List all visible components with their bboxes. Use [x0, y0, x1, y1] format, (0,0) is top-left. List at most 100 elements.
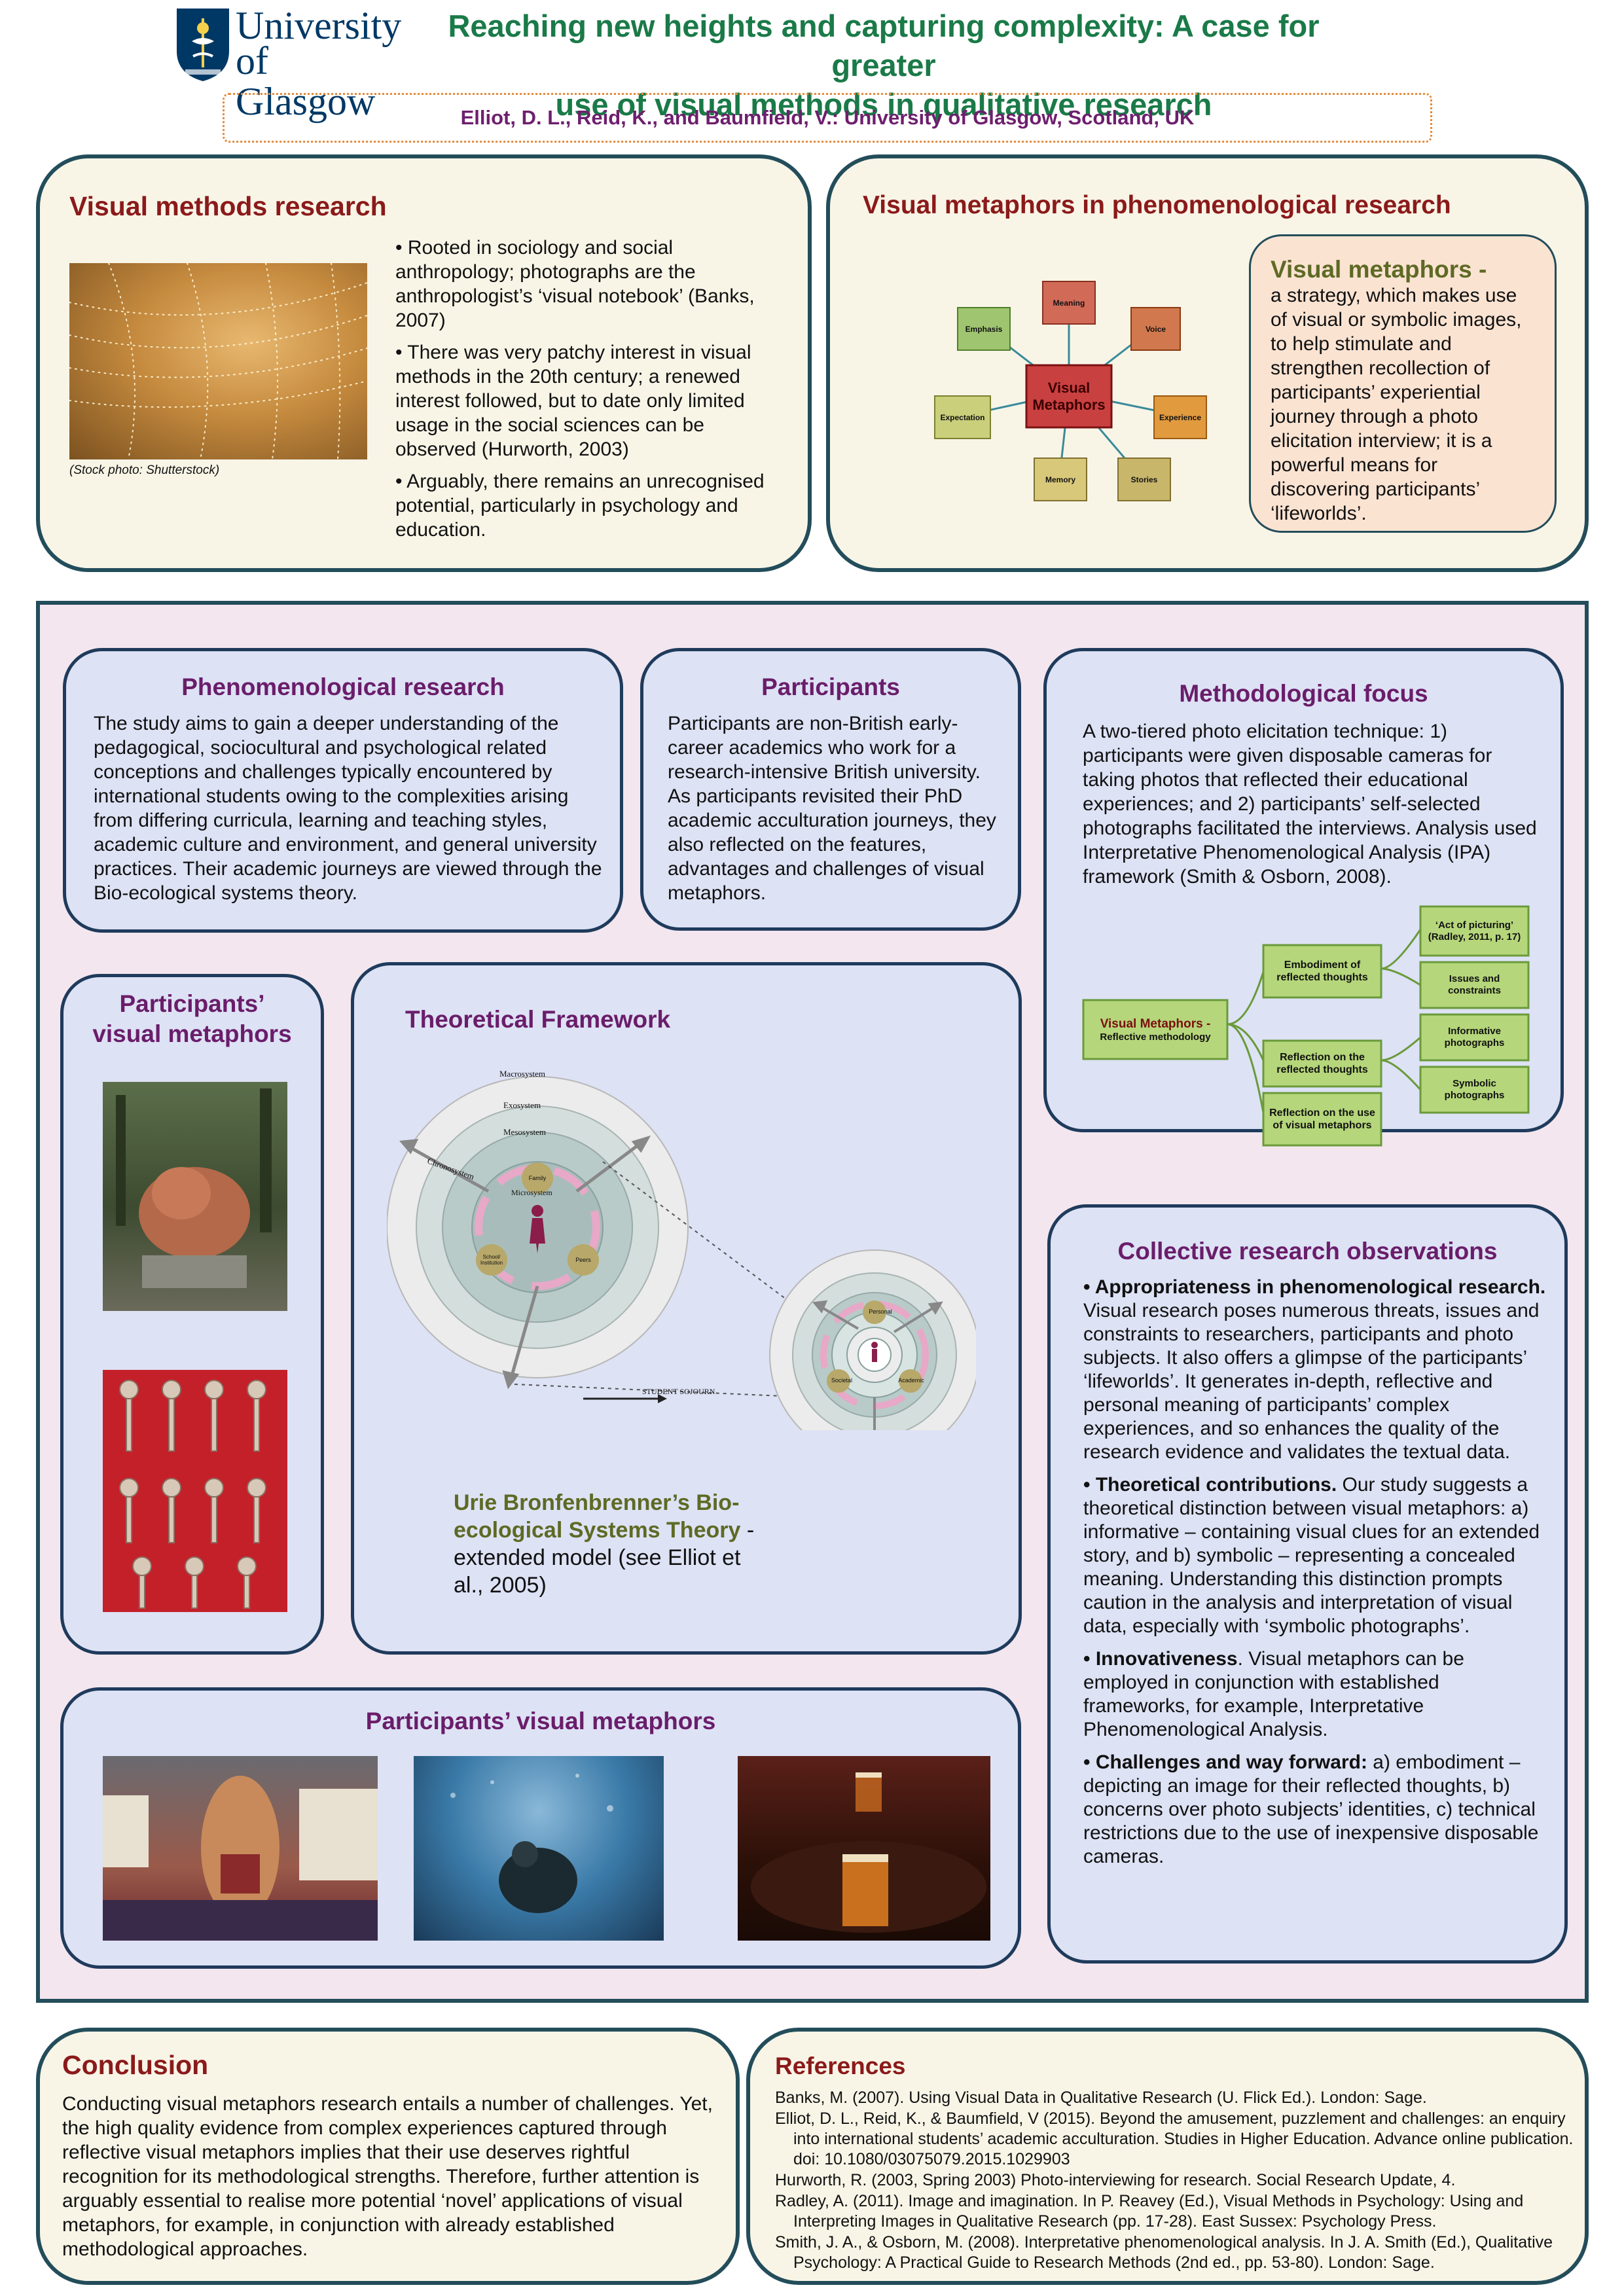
circle-label: Personal: [869, 1308, 892, 1315]
observations-list: • Appropriateness in phenomenological re…: [1083, 1276, 1548, 1876]
sculpture-icon: [116, 1088, 272, 1288]
center-node: [1025, 364, 1113, 429]
tree-reflection-1: [1262, 1039, 1382, 1088]
caption-rest: - extended model (see Elliot et al., 200…: [454, 1518, 755, 1598]
node-label: Memory: [1045, 475, 1075, 484]
reference-item: Radley, A. (2011). Image and imagination…: [775, 2192, 1524, 2231]
souvenir-icon: [103, 1776, 378, 1941]
ring-label: Macrosystem: [499, 1069, 546, 1079]
ring-label: Mesosystem: [503, 1127, 546, 1137]
node-label: Stories: [1130, 475, 1158, 484]
participants-heading: Participants: [761, 673, 900, 700]
tree-root-sub: Reflective methodology: [1100, 1031, 1211, 1043]
node-label: Voice: [1145, 324, 1166, 334]
diver-icon: [450, 1774, 613, 1913]
tree-label: Reflection on the use of visual metaphor…: [1269, 1107, 1375, 1131]
tree-root-title: Visual Metaphors -: [1100, 1016, 1211, 1031]
theoretical-box: Theoretical Framework: [351, 962, 1022, 1655]
authors-bar: Elliot, D. L., Reid, K., and Baumfield, …: [223, 93, 1432, 143]
poster-title: Reaching new heights and capturing compl…: [419, 7, 1348, 124]
keys-icon: [119, 1380, 266, 1609]
title-line-2: use of visual methods in qualitative res…: [555, 87, 1212, 122]
ring-label: Exosystem: [503, 1100, 541, 1110]
tree-act: [1419, 905, 1530, 957]
reference-item: Hurworth, R. (2003, Spring 2003) Photo-i…: [775, 2171, 1456, 2189]
circle-label: Academic: [898, 1377, 924, 1384]
references-panel: References Banks, M. (2007). Using Visua…: [746, 2028, 1589, 2285]
pint-icon: [751, 1772, 986, 1933]
methodology-tree: [1082, 905, 1530, 1147]
circle-label: Family: [528, 1175, 547, 1181]
tree-reflection-2: [1262, 1092, 1382, 1147]
ring-label: Microsystem: [511, 1188, 552, 1197]
tree-label: Symbolic photographs: [1444, 1078, 1505, 1101]
definition-box: Visual metaphors - a strategy, which mak…: [1249, 234, 1557, 533]
observation-item: • Challenges and way forward: a) embodim…: [1083, 1751, 1539, 1867]
reference-item: Smith, J. A., & Osborn, M. (2008). Inter…: [775, 2233, 1553, 2272]
observation-item: • Appropriateness in phenomenological re…: [1083, 1276, 1546, 1463]
tree-informative: [1419, 1013, 1530, 1062]
visual-metaphors-panel: Visual metaphors in phenomenological res…: [826, 154, 1589, 572]
observations-box: Collective research observations • Appro…: [1047, 1204, 1568, 1964]
tree-label: ‘Act of picturing’ (Radley, 2011, p. 17): [1428, 919, 1521, 942]
visual-methods-heading: Visual methods research: [69, 191, 387, 221]
references-list: Banks, M. (2007). Using Visual Data in Q…: [775, 2088, 1574, 2274]
conclusion-heading: Conclusion: [62, 2050, 209, 2080]
keys-photo: [103, 1370, 287, 1612]
reference-item: Elliot, D. L., Reid, K., & Baumfield, V …: [775, 2109, 1574, 2168]
visual-methods-panel: Visual methods research (Stock photo: Sh…: [36, 154, 812, 572]
tree-symbolic: [1419, 1066, 1530, 1114]
theoretical-caption: Urie Bronfenbrenner’s Bio-ecological Sys…: [454, 1489, 761, 1599]
definition-title: Visual metaphors -: [1271, 256, 1487, 283]
heading-line: visual metaphors: [92, 1020, 292, 1047]
bullet-item: • Rooted in sociology and social anthrop…: [395, 237, 755, 331]
references-heading: References: [775, 2053, 906, 2079]
tree-issues: [1419, 961, 1530, 1009]
participants-metaphors-left-heading: Participants’ visual metaphors: [63, 989, 321, 1049]
observation-item: • Theoretical contributions. Our study s…: [1083, 1474, 1540, 1637]
node-label: Expectation: [940, 412, 985, 422]
university-logo: University of Glasgow: [173, 5, 416, 122]
tree-embodiment: [1262, 944, 1382, 999]
node-expectation: [934, 395, 991, 439]
circle-label: Peers: [575, 1257, 591, 1263]
tree-label: Issues and constraints: [1448, 973, 1501, 996]
tree-label: Embodiment of reflected thoughts: [1276, 960, 1368, 983]
diver-photo: [414, 1756, 664, 1941]
center-node-label: Visual Metaphors: [1032, 379, 1106, 413]
node-memory: [1034, 457, 1087, 501]
visual-methods-bullets: • Rooted in sociology and social anthrop…: [395, 236, 778, 550]
metaphor-diagram: [934, 281, 1207, 501]
node-label: Meaning: [1053, 298, 1085, 308]
participants-box: Participants Participants are non-Britis…: [640, 648, 1021, 931]
node-meaning: [1042, 281, 1096, 325]
circle-label: School/ Institution: [480, 1254, 503, 1266]
observations-heading: Collective research observations: [1117, 1238, 1498, 1265]
heading-line: Participants’: [119, 990, 265, 1017]
caption-bold: Urie Bronfenbrenner’s Bio-ecological Sys…: [454, 1490, 741, 1543]
photo-caption: (Stock photo: Shutterstock): [69, 463, 220, 477]
sojourn-label: STUDENT SOJOURN: [642, 1387, 715, 1396]
phenomenological-box: Phenomenological research The study aims…: [63, 648, 623, 933]
node-label: Emphasis: [965, 324, 1003, 334]
theoretical-heading: Theoretical Framework: [405, 1006, 671, 1033]
visual-metaphors-heading: Visual metaphors in phenomenological res…: [863, 191, 1451, 219]
reference-item: Banks, M. (2007). Using Visual Data in Q…: [775, 2089, 1427, 2107]
bullet-item: • There was very patchy interest in visu…: [395, 342, 751, 460]
definition-text: a strategy, which makes use of visual or…: [1271, 285, 1522, 524]
logo-line-2: of Glasgow: [236, 39, 376, 123]
node-stories: [1117, 457, 1171, 501]
spiderweb-photo: [69, 263, 367, 459]
tree-root-label: Visual Metaphors - Reflective methodolog…: [1083, 1000, 1227, 1059]
bioecological-diagram: [387, 1076, 976, 1430]
tree-label: Reflection on the reflected thoughts: [1276, 1052, 1368, 1075]
methodological-heading: Methodological focus: [1179, 680, 1428, 707]
observation-item: • Innovativeness. Visual metaphors can b…: [1083, 1648, 1464, 1740]
conclusion-text: Conducting visual metaphors research ent…: [62, 2093, 713, 2260]
sculpture-photo: [103, 1082, 287, 1311]
node-label: Experience: [1159, 412, 1202, 422]
tree-root: [1082, 999, 1229, 1060]
dew-web-icon: [69, 263, 367, 459]
phenomenological-text: The study aims to gain a deeper understa…: [94, 713, 602, 904]
node-emphasis: [957, 307, 1011, 351]
